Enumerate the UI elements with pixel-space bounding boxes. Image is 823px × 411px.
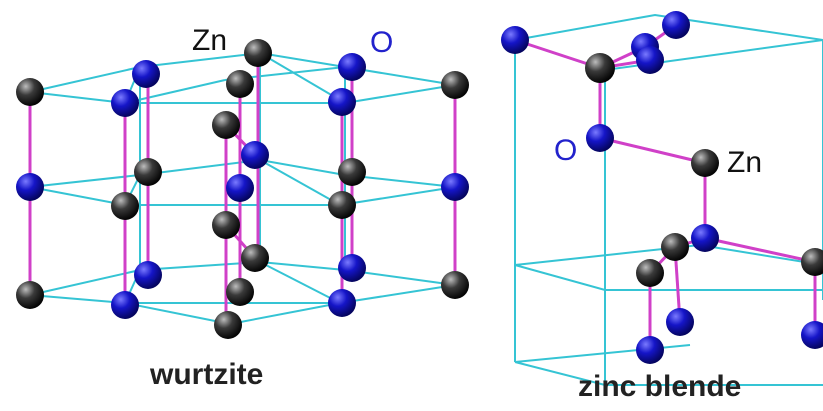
o-atom bbox=[338, 53, 366, 81]
o-atom bbox=[636, 336, 664, 364]
zinc-blende-atoms bbox=[501, 11, 823, 364]
o-atom bbox=[111, 291, 139, 319]
zinc-blende-zn-label: Zn bbox=[727, 146, 763, 179]
o-atom bbox=[111, 89, 139, 117]
zn-atom bbox=[214, 311, 242, 339]
o-atom bbox=[241, 141, 269, 169]
o-atom bbox=[134, 261, 162, 289]
zn-atom bbox=[441, 71, 469, 99]
wurtzite-atoms bbox=[16, 39, 469, 339]
o-atom bbox=[586, 124, 614, 152]
o-atom bbox=[16, 173, 44, 201]
o-atom bbox=[662, 11, 690, 39]
zn-atom bbox=[241, 244, 269, 272]
o-atom bbox=[132, 60, 160, 88]
o-atom bbox=[338, 254, 366, 282]
zinc-blende-structure bbox=[501, 11, 823, 386]
wurtzite-caption: wurtzite bbox=[150, 358, 264, 391]
o-atom bbox=[691, 224, 719, 252]
zn-atom bbox=[328, 191, 356, 219]
zn-atom bbox=[212, 211, 240, 239]
o-atom bbox=[636, 46, 664, 74]
cell-edge bbox=[514, 264, 823, 291]
zn-atom bbox=[441, 271, 469, 299]
zn-atom bbox=[661, 233, 689, 261]
o-atom bbox=[328, 88, 356, 116]
o-atom bbox=[226, 174, 254, 202]
o-atom bbox=[666, 308, 694, 336]
wurtzite-o-label: O bbox=[370, 26, 394, 59]
cell-edge bbox=[29, 51, 456, 104]
zn-atom bbox=[16, 78, 44, 106]
zn-atom bbox=[226, 278, 254, 306]
cell-edge bbox=[124, 79, 226, 104]
zn-atom bbox=[226, 70, 254, 98]
cell-edge bbox=[259, 159, 341, 206]
wurtzite-zn-label: Zn bbox=[192, 24, 228, 57]
bond bbox=[599, 136, 706, 165]
cell-edge bbox=[229, 302, 341, 325]
zn-atom bbox=[244, 39, 272, 67]
bond bbox=[704, 236, 816, 264]
zn-atom bbox=[134, 158, 162, 186]
zinc-blende-o-label: O bbox=[554, 134, 578, 167]
zn-atom bbox=[111, 192, 139, 220]
cell-edge bbox=[259, 261, 341, 304]
o-atom bbox=[328, 289, 356, 317]
o-atom bbox=[501, 26, 529, 54]
zn-atom bbox=[212, 111, 240, 139]
zn-atom bbox=[801, 248, 823, 276]
zinc-blende-caption: zinc blende bbox=[578, 370, 742, 403]
wurtzite-structure bbox=[16, 39, 469, 339]
zn-atom bbox=[691, 149, 719, 177]
zn-atom bbox=[338, 158, 366, 186]
cell-edge bbox=[124, 302, 231, 325]
zn-atom bbox=[585, 53, 615, 83]
zinc-blende-bonds bbox=[514, 23, 817, 350]
o-atom bbox=[801, 321, 823, 349]
zn-atom bbox=[16, 281, 44, 309]
o-atom bbox=[441, 173, 469, 201]
zn-atom bbox=[636, 259, 664, 287]
